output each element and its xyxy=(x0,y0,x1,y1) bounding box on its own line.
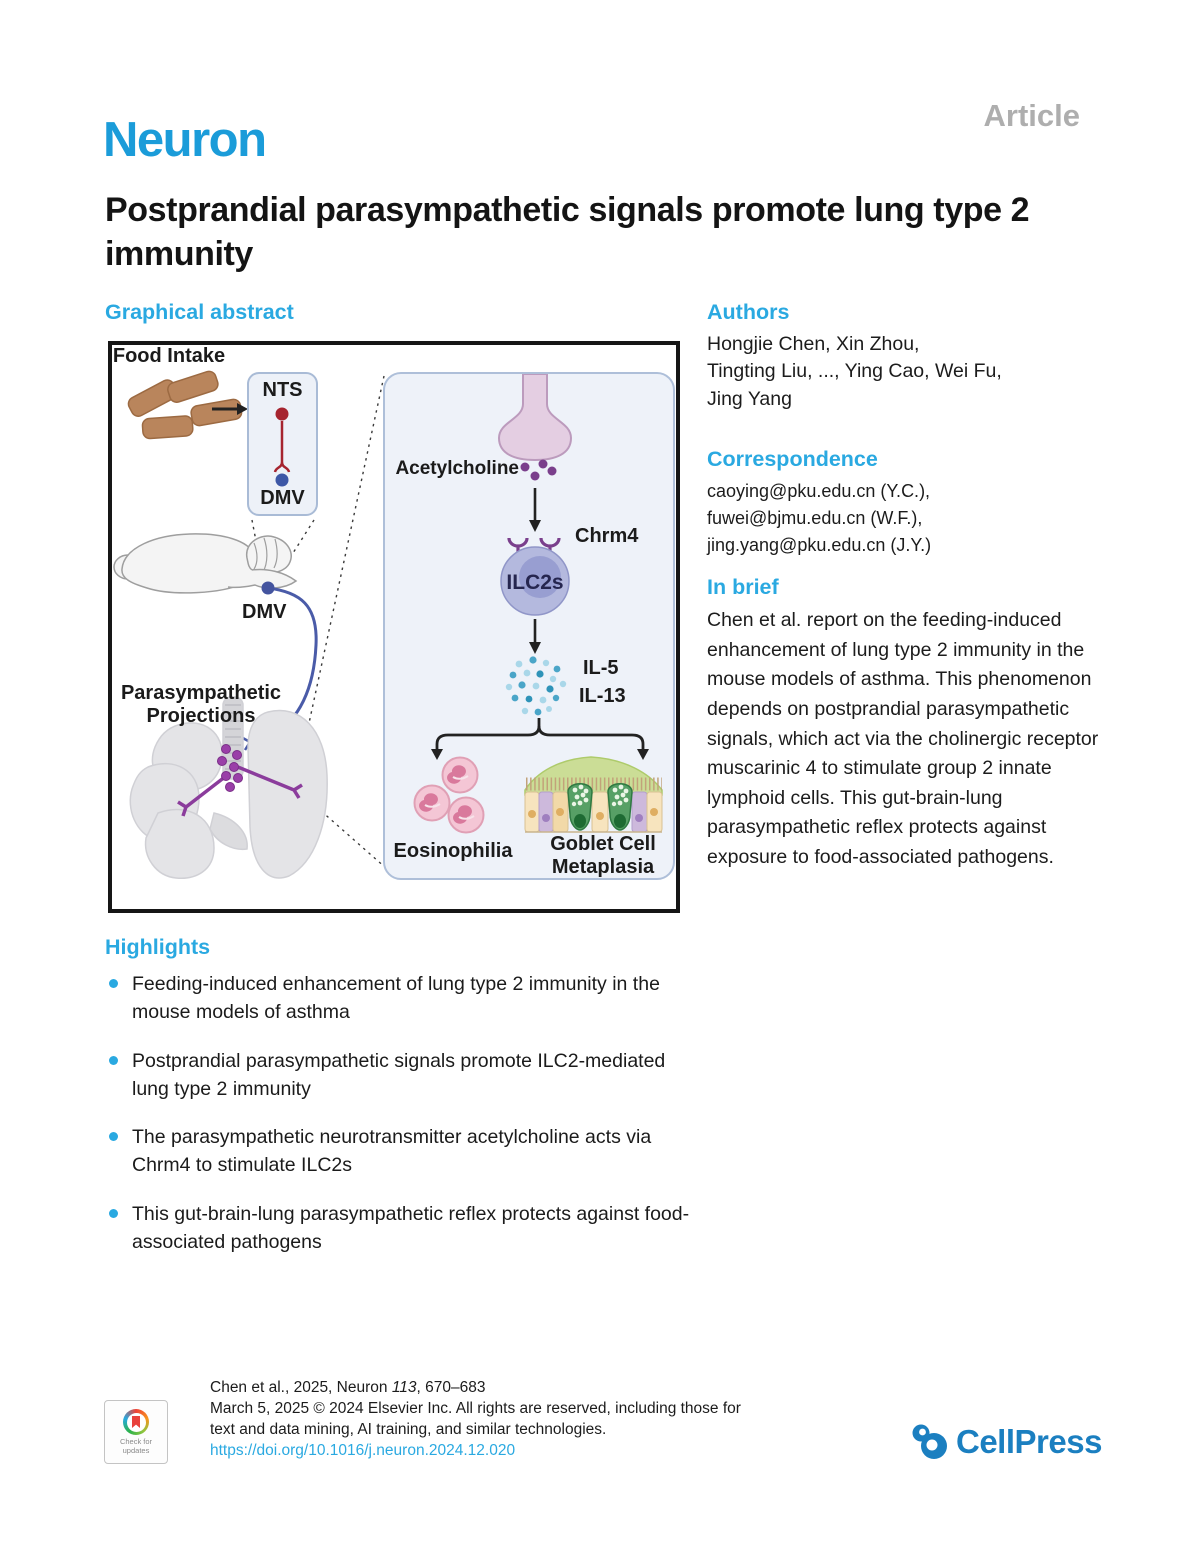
eosinophil-cells xyxy=(413,756,485,834)
synapse-terminal-icon xyxy=(497,374,573,462)
chrm4-label: Chrm4 xyxy=(575,525,639,547)
dmv-neuron-dot xyxy=(261,581,275,595)
graphical-abstract-heading: Graphical abstract xyxy=(105,300,294,324)
article-type-label: Article xyxy=(983,98,1080,133)
lungs-illustration xyxy=(129,696,328,879)
ilc2s-label: ILC2s xyxy=(506,571,563,594)
parasympathetic-projections-label: Parasympathetic Projections xyxy=(120,682,282,727)
journal-logo: Neuron xyxy=(103,113,267,167)
ilc2-nucleus xyxy=(519,556,561,598)
cytokine-dots xyxy=(505,656,567,716)
il5-label: IL-5 xyxy=(583,657,619,679)
food-intake-label: Food Intake xyxy=(112,345,226,367)
food-to-nts-arrow xyxy=(212,403,248,415)
bullet-icon xyxy=(109,979,118,988)
graphical-abstract-figure: Food Intake DMV Parasympathetic Projecti… xyxy=(108,341,680,913)
nts-label: NTS xyxy=(262,379,303,401)
cellpress-logo: CellPress xyxy=(910,1422,1102,1462)
dmv-brain-label: DMV xyxy=(242,601,287,623)
arrow-ilc2-to-cytokines xyxy=(529,619,541,654)
il13-label: IL-13 xyxy=(579,685,626,707)
citation-block: Chen et al., 2025, Neuron 113, 670–683 M… xyxy=(210,1378,741,1462)
highlight-item: Feeding-induced enhancement of lung type… xyxy=(105,970,705,1027)
highlights-heading: Highlights xyxy=(105,935,211,959)
cellpress-wordmark: CellPress xyxy=(956,1423,1102,1460)
crossmark-icon xyxy=(123,1409,149,1435)
page-title: Postprandial parasympathetic signals pro… xyxy=(105,191,1030,274)
mechanism-illustration: ILC2s xyxy=(413,374,663,834)
acetylcholine-label: Acetylcholine xyxy=(395,458,519,479)
in-brief-text: Chen et al. report on the feeding-induce… xyxy=(707,609,1099,868)
authors-names: Hongjie Chen, Xin Zhou, Tingting Liu, ..… xyxy=(707,333,1002,410)
goblet-cell-metaplasia-label: Goblet Cell Metaplasia xyxy=(550,833,656,878)
check-for-updates-label: Check for updates xyxy=(119,1437,153,1455)
highlight-text: Postprandial parasympathetic signals pro… xyxy=(132,1049,666,1100)
split-arrow xyxy=(431,718,649,760)
highlight-text: The parasympathetic neurotransmitter ace… xyxy=(132,1126,652,1177)
arrow-ach-to-receptor xyxy=(529,488,541,532)
doi-link[interactable]: https://doi.org/10.1016/j.neuron.2024.12… xyxy=(210,1441,516,1459)
check-for-updates-badge[interactable]: Check for updates xyxy=(104,1400,168,1464)
citation-line2: March 5, 2025 © 2024 Elsevier Inc. All r… xyxy=(210,1399,741,1417)
volume-number: 113 xyxy=(391,1379,417,1396)
cellpress-icon xyxy=(912,1424,947,1459)
highlight-item: The parasympathetic neurotransmitter ace… xyxy=(105,1123,705,1180)
highlight-item: This gut-brain-lung parasympathetic refl… xyxy=(105,1200,705,1257)
nts-dmv-neurons-icon xyxy=(273,407,291,487)
dmv-box-label: DMV xyxy=(260,487,305,509)
correspondence-emails[interactable]: caoying@pku.edu.cn (Y.C.), fuwei@bjmu.ed… xyxy=(707,481,932,555)
highlight-text: Feeding-induced enhancement of lung type… xyxy=(132,973,660,1024)
highlight-item: Postprandial parasympathetic signals pro… xyxy=(105,1047,705,1104)
abstract-overlay-illustration xyxy=(113,370,396,879)
nerve-terminal-dots xyxy=(217,744,243,792)
food-pellets-icon xyxy=(127,370,243,440)
citation-line3: text and data mining, AI training, and s… xyxy=(210,1420,607,1438)
citation-line1: Chen et al., 2025, Neuron 113, 670–683 xyxy=(210,1379,486,1396)
bullet-icon xyxy=(109,1055,118,1065)
goblet-epithelium xyxy=(524,756,663,833)
highlights-list: Feeding-induced enhancement of lung type… xyxy=(105,970,705,1276)
brain-illustration xyxy=(113,533,298,594)
highlight-text: This gut-brain-lung parasympathetic refl… xyxy=(132,1202,690,1253)
bullet-icon xyxy=(109,1132,118,1142)
eosinophilia-label: Eosinophilia xyxy=(393,840,513,862)
bullet-icon xyxy=(109,1208,118,1218)
acetylcholine-dots xyxy=(520,459,557,481)
authors-heading: Authors xyxy=(707,300,790,324)
cell-mechanism-panel: ILC2s Acetylcholine Chrm4 IL-5 IL-13 Eos… xyxy=(383,372,675,880)
nts-dmv-box: NTS DMV xyxy=(247,372,318,516)
in-brief-heading: In brief xyxy=(707,575,779,599)
goblet-cells xyxy=(567,783,633,831)
correspondence-heading: Correspondence xyxy=(707,447,878,471)
parasympathetic-nerve-branches xyxy=(177,763,303,817)
